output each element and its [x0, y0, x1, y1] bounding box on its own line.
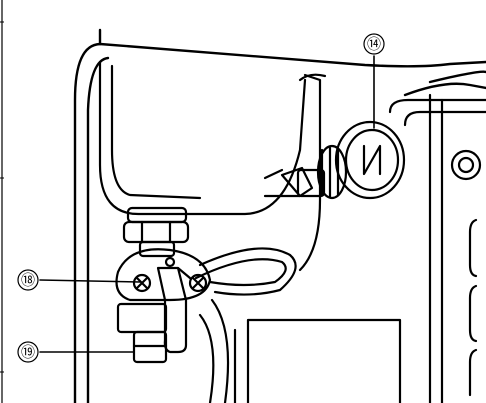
leader-lines	[39, 55, 375, 353]
callout-drain-cock-label: ⑲	[21, 344, 35, 360]
callout-nut: ⑭	[363, 33, 385, 55]
hose	[194, 247, 297, 403]
callout-drain-cock: ⑲	[17, 341, 39, 363]
reservoir-tank	[98, 60, 327, 272]
callout-nut-label: ⑭	[367, 36, 381, 52]
adjusting-knob	[263, 120, 406, 200]
tank-outlet-fitting	[122, 206, 190, 258]
callout-valve-lever-label: ⑱	[21, 272, 35, 288]
drain-cock	[116, 302, 168, 364]
side-panels	[233, 93, 486, 403]
valve-assembly	[115, 248, 212, 354]
machine-frame	[73, 28, 486, 403]
leader-line-valve-lever	[39, 279, 141, 283]
callout-valve-lever: ⑱	[17, 269, 39, 291]
